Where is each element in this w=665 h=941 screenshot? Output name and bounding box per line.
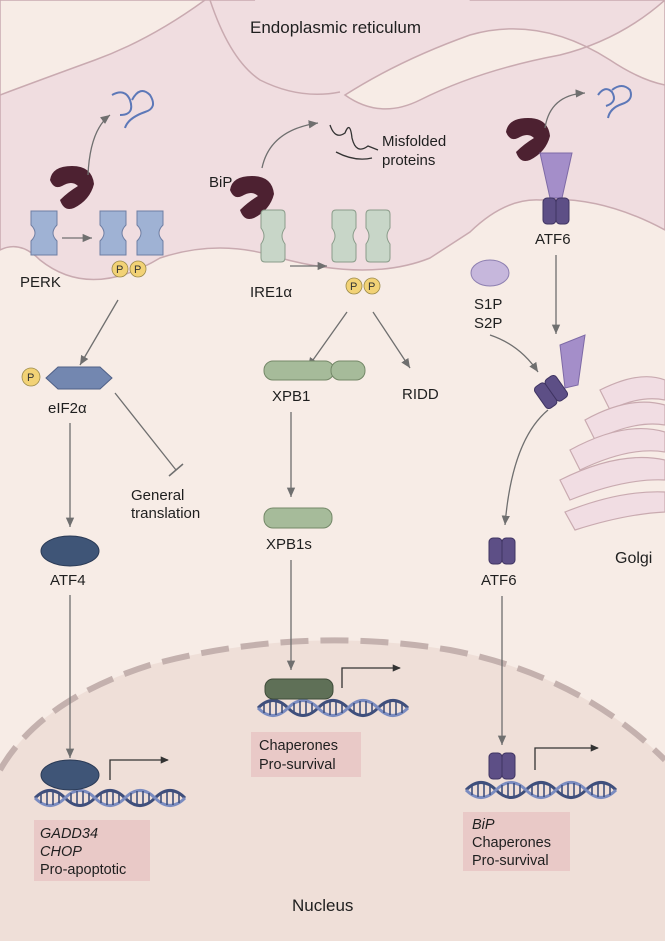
eif2a-shape [45, 366, 113, 390]
bent-arrow-icon [109, 756, 169, 780]
perk-monomer [30, 210, 58, 256]
squiggle-icon [597, 85, 632, 119]
phospho-label: P [134, 264, 141, 276]
output-atf6-2: Chaperones [472, 835, 551, 851]
general-label-1: General [131, 487, 184, 504]
atf6-cytosolic [488, 537, 516, 565]
squiggle-icon [329, 124, 379, 160]
general-label-2: translation [131, 505, 200, 522]
output-ire1-2: Pro-survival [259, 757, 336, 773]
nucleus-label: Nucleus [292, 896, 353, 915]
output-perk-3: Pro-apoptotic [40, 862, 126, 878]
atf4-on-dna [40, 759, 100, 791]
output-box-perk [34, 820, 150, 881]
t-bar-icon [168, 463, 184, 477]
bip-label: BiP [209, 174, 232, 191]
s2p-label: S2P [474, 315, 502, 332]
p-circle-icon [111, 260, 129, 278]
atf4-shape [40, 535, 100, 567]
atf6-branch: ATF6 S1P S2P ATF6 BiP Chaperones Pro-sur… [463, 85, 632, 871]
atf6-cyto-label: ATF6 [481, 572, 517, 589]
atf4-label: ATF4 [50, 572, 86, 589]
golgi-label: Golgi [615, 550, 652, 567]
ire1-branch: BiP Misfolded proteins P P IRE1α XPB1 RI… [209, 120, 446, 777]
atf6-cleaved-luminal [559, 334, 586, 389]
p-circle-icon [345, 277, 363, 295]
xpb1-label: XPB1 [272, 388, 310, 405]
ridd-label: RIDD [402, 386, 439, 403]
er-membrane [0, 0, 665, 281]
squiggle-icon [111, 90, 155, 129]
output-atf6-3: Pro-survival [472, 853, 549, 869]
xpb1-intron [330, 360, 366, 381]
bent-arrow-icon [534, 744, 599, 770]
golgi [559, 376, 665, 531]
er-label: Endoplasmic reticulum [250, 18, 421, 37]
release-arrow [261, 120, 319, 169]
phospho-label: P [27, 372, 34, 384]
p-circle-icon [363, 277, 381, 295]
perk-label: PERK [20, 274, 61, 291]
arrow [372, 311, 411, 369]
ire1-dimer-b [365, 209, 391, 263]
ire1a-label: IRE1α [250, 284, 292, 301]
output-ire1-1: Chaperones [259, 738, 338, 754]
s1p-s2p-shape [470, 259, 510, 287]
misfolded-label-1: Misfolded [382, 133, 446, 150]
xpb1s-shape [263, 507, 333, 529]
bent-arrow-icon [341, 664, 401, 688]
output-atf6-1: BiP [472, 817, 495, 833]
misfolded-label-2: proteins [382, 152, 435, 169]
xpb1s-label: XPB1s [266, 536, 312, 553]
output-box-atf6 [463, 812, 570, 871]
arrow [79, 299, 119, 366]
p-circle-icon [21, 367, 41, 387]
perk-dimer-b [136, 210, 164, 256]
arrow [307, 311, 348, 368]
ire1-dimer-a [331, 209, 357, 263]
inhibition-line [114, 392, 177, 471]
output-perk-1: GADD34 [40, 826, 98, 842]
arrow [489, 334, 539, 373]
output-box-ire1 [251, 732, 361, 777]
phospho-label: P [116, 264, 123, 276]
release-arrow [544, 89, 586, 129]
arrow [501, 409, 549, 526]
s1p-label: S1P [474, 296, 502, 313]
phospho-label: P [368, 281, 375, 293]
release-arrow [87, 114, 111, 176]
phospho-label: P [350, 281, 357, 293]
p-circle-icon [129, 260, 147, 278]
xpb1s-on-dna [264, 678, 334, 700]
atf6-er-label: ATF6 [535, 231, 571, 248]
ire1-monomer [260, 209, 286, 263]
xpb1-shape [263, 360, 335, 381]
eif2a-label: eIF2α [48, 400, 87, 417]
atf6-on-dna [488, 752, 516, 780]
perk-branch: P P PERK P eIF2α General translation ATF… [20, 90, 200, 881]
atf6-receptor [542, 197, 570, 225]
output-perk-2: CHOP [40, 844, 82, 860]
perk-dimer-a [99, 210, 127, 256]
